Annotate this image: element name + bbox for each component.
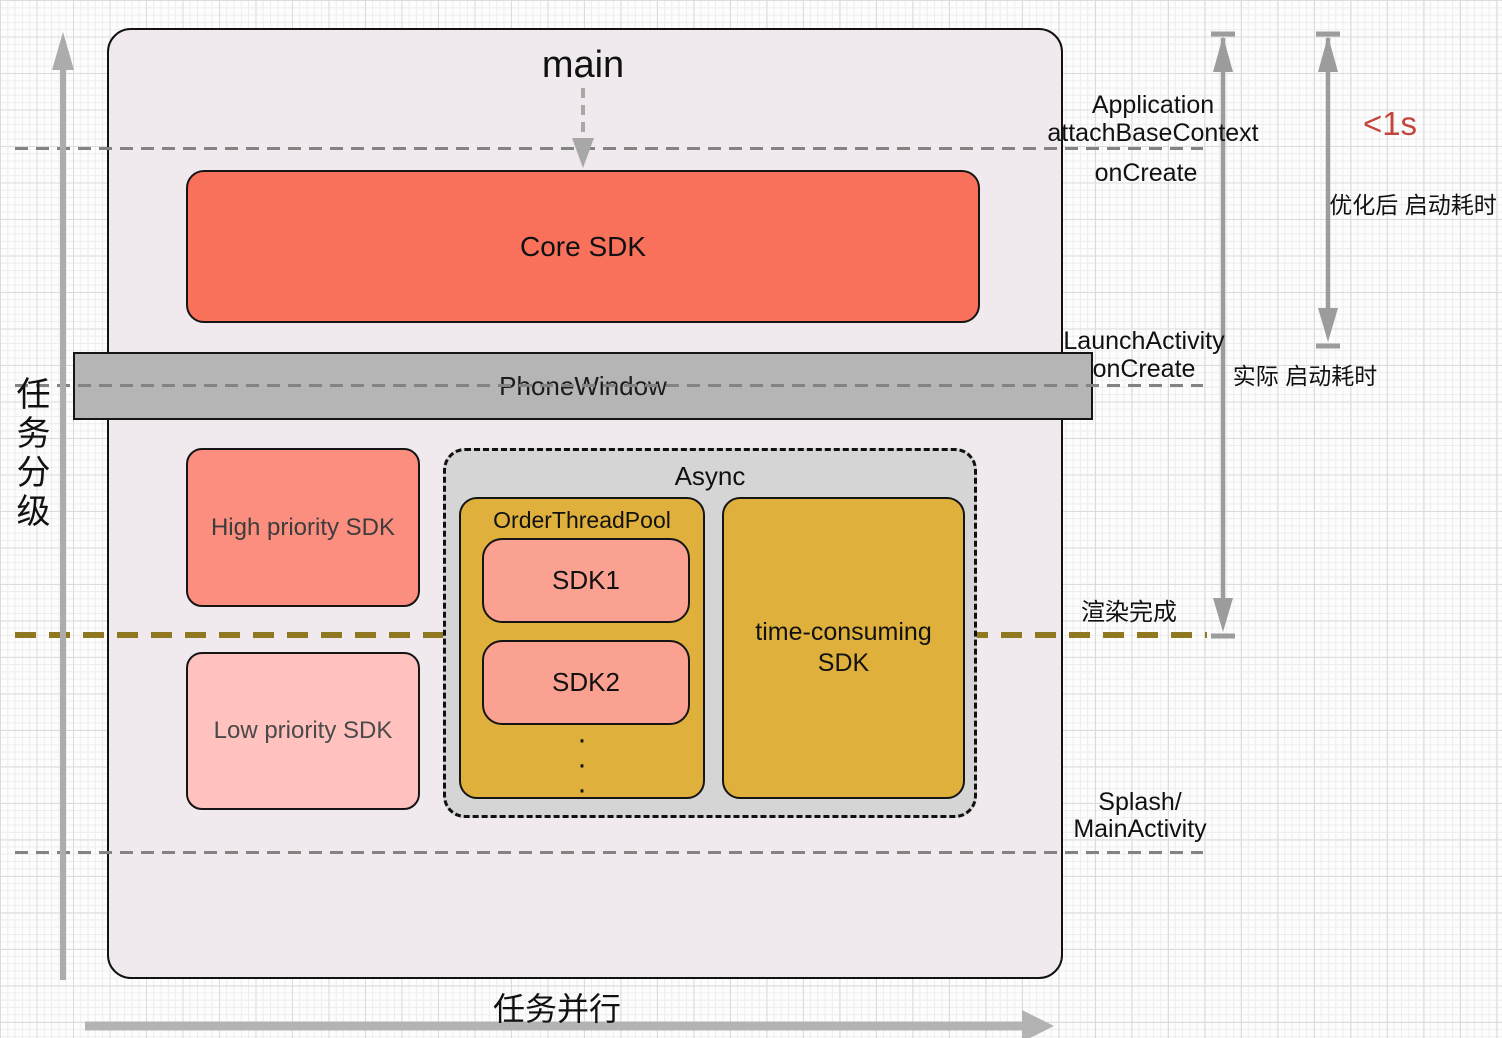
time-consuming-label-line2: SDK <box>817 649 870 677</box>
time-consuming-label-line1: time-consuming <box>755 618 932 646</box>
launch-activity-divider-line <box>15 384 1203 387</box>
render-complete-label: 渲染完成 <box>1081 599 1177 626</box>
under-one-second-label: <1s <box>1362 105 1418 142</box>
actual-startup-time-label: 实际 启动耗时 <box>1232 363 1378 389</box>
application-label-line2: attachBaseContext <box>1047 119 1259 147</box>
core-sdk-box: Core SDK <box>186 170 980 323</box>
low-priority-sdk-box: Low priority SDK <box>186 652 420 810</box>
main-thread-label: main <box>541 44 625 86</box>
sdk1-label: SDK1 <box>552 565 620 595</box>
application-label-line1: Application <box>1091 91 1215 119</box>
time-consuming-sdk-box: time-consuming SDK <box>722 497 965 799</box>
order-thread-pool-box: OrderThreadPool SDK1 SDK2 · · · <box>459 497 705 806</box>
optimized-startup-time-label: 优化后 启动耗时 <box>1329 192 1497 218</box>
async-group-box: Async OrderThreadPool SDK1 SDK2 · · · ti… <box>443 448 977 818</box>
y-axis-arrow <box>52 32 74 980</box>
ellipsis-dot: · <box>577 773 587 806</box>
core-sdk-label: Core SDK <box>519 230 647 262</box>
application-oncreate-label: onCreate <box>1094 159 1198 187</box>
ellipsis-dot: · <box>577 723 587 756</box>
sdk2-label: SDK2 <box>552 667 620 697</box>
y-axis-label-task-grading: 任务分级 <box>11 376 49 532</box>
splash-activity-divider-line <box>15 851 1203 854</box>
high-priority-label: High priority SDK <box>210 513 396 541</box>
high-priority-sdk-box: High priority SDK <box>186 448 420 607</box>
sdk1-box: SDK1 <box>482 538 690 623</box>
x-axis-label-task-parallel: 任务并行 <box>492 991 622 1027</box>
launch-activity-line1: LaunchActivity <box>1063 327 1225 355</box>
order-thread-pool-title: OrderThreadPool <box>493 507 671 533</box>
splash-label-line1: Splash/ <box>1098 788 1182 816</box>
launch-activity-oncreate-label: LaunchActivity onCreate <box>1063 327 1224 383</box>
splash-main-activity-label: Splash/ MainActivity <box>1073 789 1206 843</box>
splash-label-line2: MainActivity <box>1073 815 1207 843</box>
launch-activity-line2: onCreate <box>1092 355 1196 383</box>
more-sdks-ellipsis: · · · <box>461 723 703 806</box>
application-phase-divider-line <box>15 147 1203 150</box>
low-priority-label: Low priority SDK <box>213 717 393 744</box>
sdk2-box: SDK2 <box>482 640 690 725</box>
application-attach-label: Application attachBaseContext <box>1047 91 1258 147</box>
async-group-title: Async <box>674 461 746 491</box>
ellipsis-dot: · <box>577 748 587 781</box>
